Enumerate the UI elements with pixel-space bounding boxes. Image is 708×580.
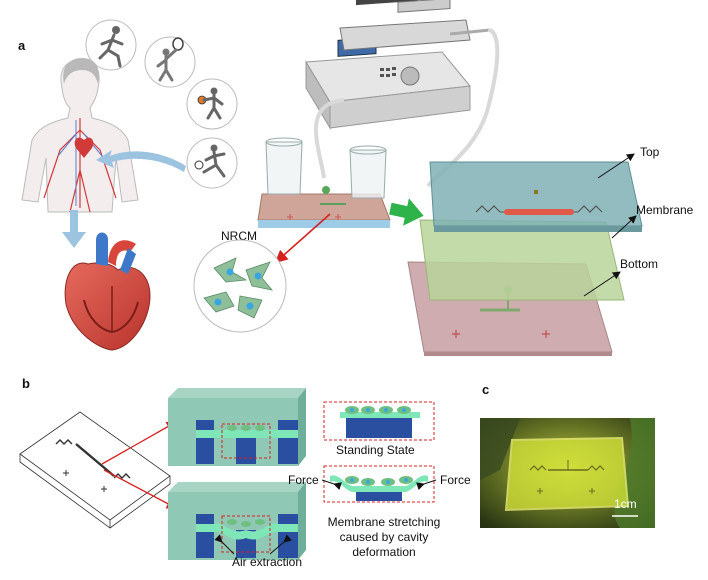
force-arrow-left	[321, 479, 342, 491]
human-body-icon	[21, 58, 139, 213]
panel-label-b: b	[22, 376, 30, 391]
chip-section-standing	[168, 388, 306, 466]
device-photo	[480, 418, 655, 528]
top-layer	[429, 161, 643, 232]
standing-state-label: Standing State	[336, 443, 415, 457]
scale-bar-label: 1cm	[614, 497, 637, 511]
force-right-label: Force	[440, 473, 471, 487]
red-arrow-nrcm	[274, 213, 331, 264]
bottom-leader-line	[583, 271, 621, 297]
red-arrow-upper	[101, 421, 178, 465]
standing-state-detail	[323, 401, 435, 441]
culture-chip-setup	[257, 186, 391, 228]
syringe-pump-icon	[305, 0, 500, 188]
blue-flow-arrows	[62, 150, 186, 248]
nrcm-label: NRCM	[221, 229, 257, 243]
force-arrow-right	[416, 479, 437, 491]
bottom-label: Bottom	[620, 257, 658, 271]
panel-label-a: a	[18, 38, 26, 53]
basketball-player-icon	[186, 78, 238, 130]
beaker-icon	[265, 137, 387, 199]
force-left-label: Force	[288, 473, 319, 487]
membrane-label: Membrane	[636, 203, 694, 217]
tennis-player-icon	[144, 36, 196, 88]
soccer-player-icon	[186, 137, 238, 189]
green-arrow	[389, 198, 424, 226]
panel-label-c: c	[482, 382, 489, 397]
membrane-leader-line	[611, 215, 637, 239]
stretched-detail	[323, 465, 435, 503]
running-person-icon	[85, 19, 137, 71]
red-arrow-lower	[103, 469, 178, 509]
cardiomyocyte-icon	[193, 239, 287, 333]
stretch-label-line3: deformation	[352, 545, 415, 559]
air-arrow-right	[269, 534, 292, 555]
heart-icon	[64, 232, 151, 351]
chip-wireframe	[19, 411, 171, 529]
stretch-label-line2: caused by cavity	[340, 530, 429, 544]
air-arrow-left	[214, 534, 235, 555]
stretch-label-line1: Membrane stretching	[328, 515, 441, 529]
top-label: Top	[640, 145, 660, 159]
top-leader-line	[597, 153, 635, 179]
air-extraction-label: Air extraction	[232, 555, 302, 569]
chip-section-stretched	[168, 482, 306, 560]
